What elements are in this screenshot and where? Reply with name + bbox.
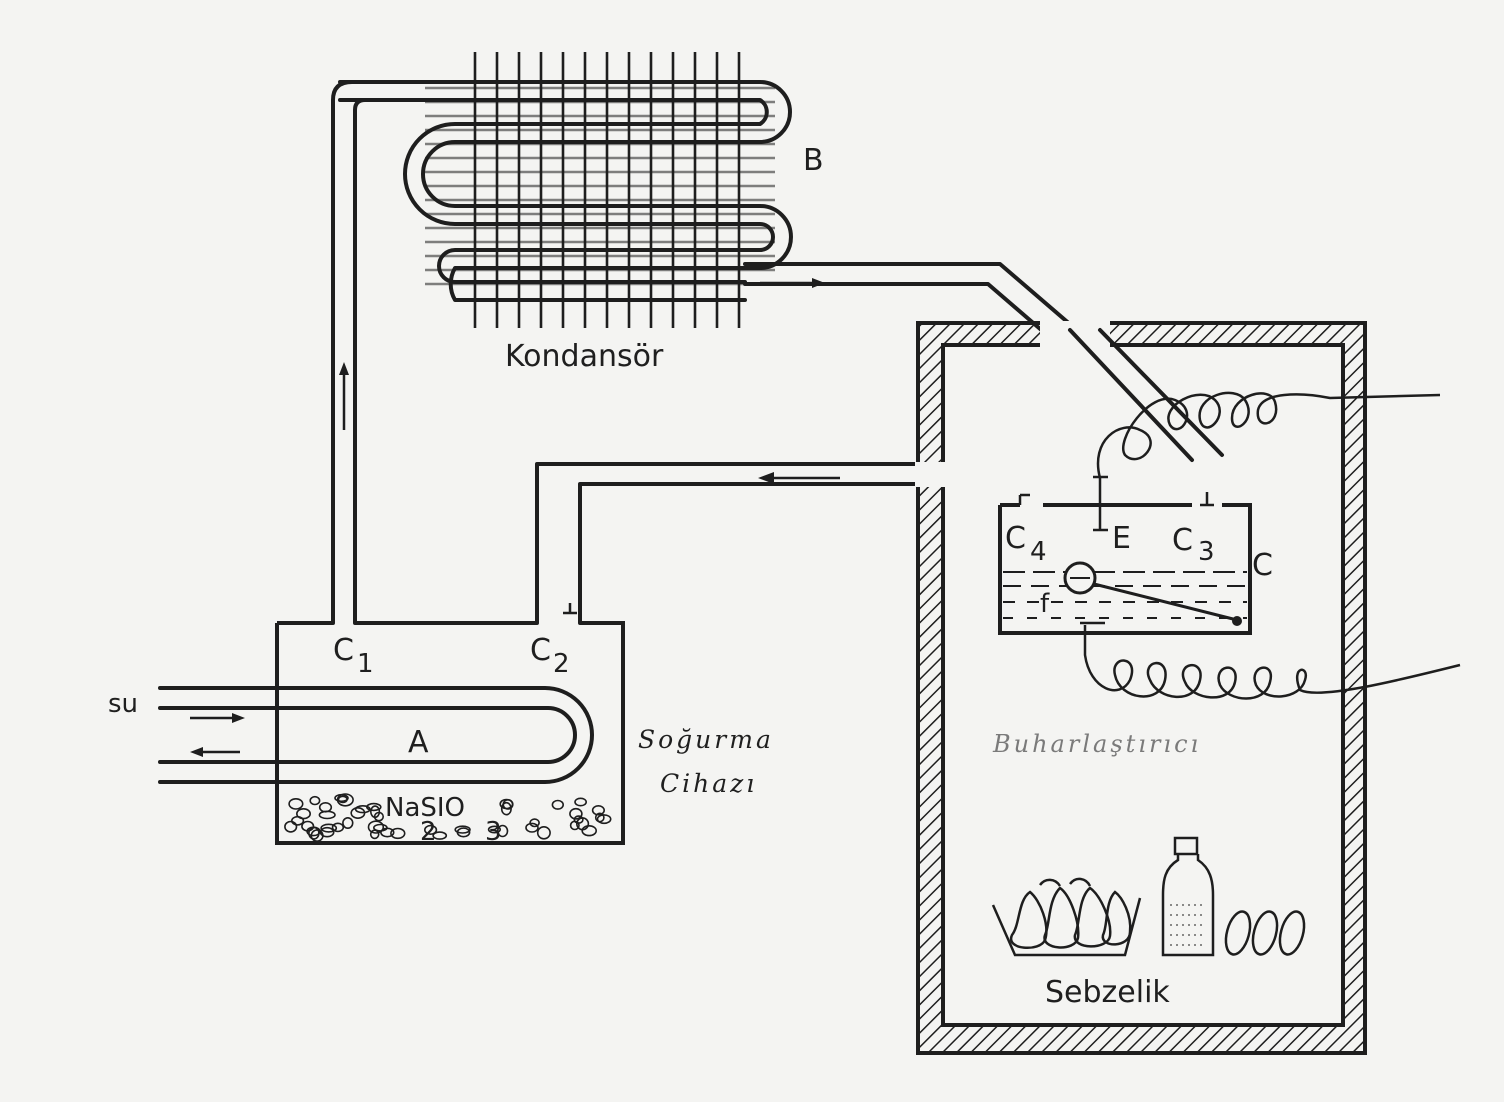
salt-subscript-2: 3 <box>485 817 502 847</box>
condenser <box>338 52 793 328</box>
salt-label: NaSIO <box>385 793 465 823</box>
port-c3-label: C <box>1172 523 1193 558</box>
eggs <box>1224 910 1306 956</box>
port-c2-subscript: 2 <box>553 649 570 679</box>
absorbent-pellets <box>284 793 612 842</box>
lower-coil-wire <box>1083 625 1461 700</box>
float-label: f <box>1040 589 1050 619</box>
water-coil <box>158 686 594 784</box>
evaporator-tank <box>998 475 1252 635</box>
absorber-label-line2: Cihazı <box>660 769 757 798</box>
vapor-pipe-to-condenser <box>331 80 367 625</box>
port-c4-subscript: 4 <box>1030 537 1047 567</box>
bottle <box>1161 836 1215 957</box>
crisper-label: Sebzelik <box>1045 975 1170 1010</box>
float-valve <box>1063 561 1242 626</box>
vegetable-basket <box>991 877 1142 957</box>
condenser-label: Kondansör <box>505 339 664 374</box>
port-c3-subscript: 3 <box>1198 537 1215 567</box>
absorber-vessel <box>275 621 625 845</box>
refrigerator-cabinet <box>915 321 1367 1055</box>
port-c2-label: C <box>530 633 551 668</box>
water-label: su <box>108 689 138 719</box>
condenser-fins <box>425 52 775 328</box>
valve-label: E <box>1112 521 1131 556</box>
absorber-letter: A <box>408 725 429 760</box>
evaporator-letter: C <box>1252 548 1273 583</box>
condenser-coil <box>338 80 793 302</box>
upper-coil-wire <box>1096 391 1441 479</box>
salt-subscript-1: 2 <box>420 817 437 847</box>
evaporator-label: Buharlaştırıcı <box>992 730 1201 758</box>
absorber-label-line1: Soğurma <box>638 725 774 754</box>
condenser-letter: B <box>803 143 824 178</box>
refrigerant-liquid <box>1003 571 1247 619</box>
port-c1-label: C <box>333 633 354 668</box>
port-c1-subscript: 1 <box>357 649 374 679</box>
port-c4-label: C <box>1005 521 1026 556</box>
